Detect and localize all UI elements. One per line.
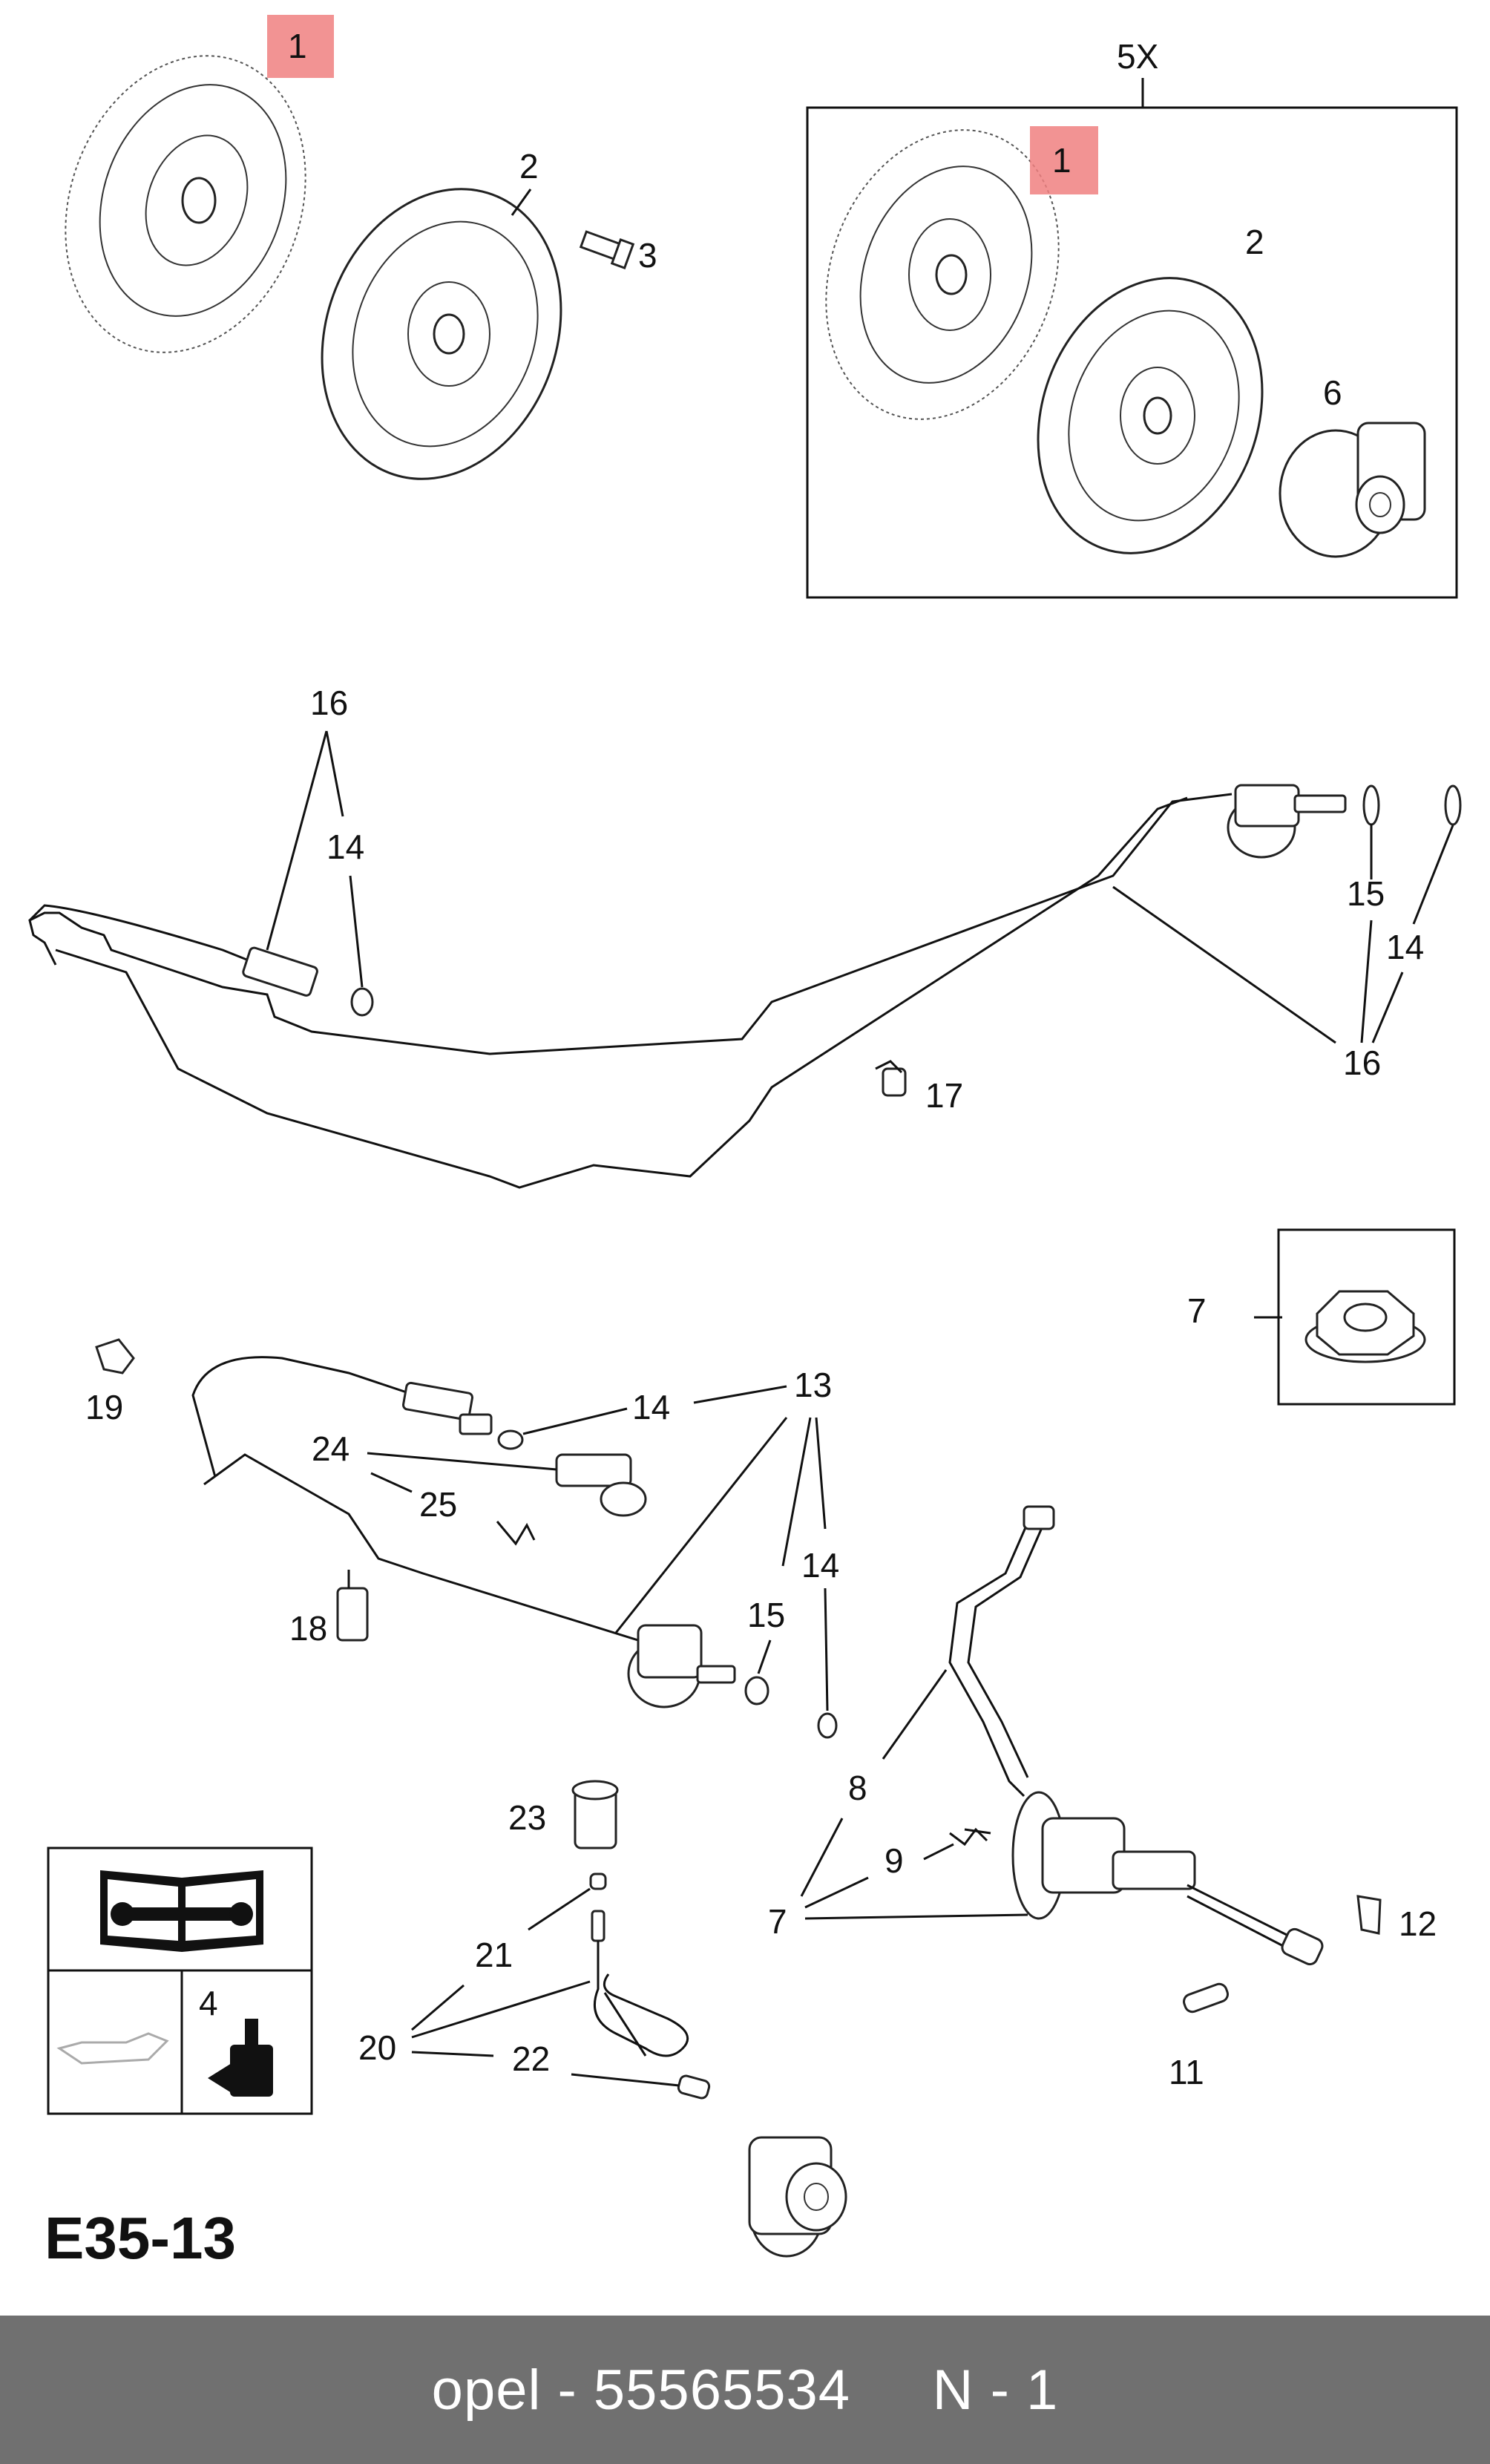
highlight-box-1 [267, 15, 334, 78]
callout-15-right: 15 [1347, 874, 1385, 913]
service-manual-icon [100, 1870, 263, 1952]
callout-21: 21 [475, 1936, 513, 1974]
callout-4: 4 [199, 1984, 218, 2022]
callout-14-top: 14 [326, 828, 364, 866]
seal-ring-top-right-a [1362, 784, 1380, 826]
plug-23-part [571, 1780, 619, 1849]
master-cylinder-part [948, 1505, 1324, 1966]
callout-3: 3 [638, 236, 657, 275]
callout-18: 18 [289, 1609, 327, 1648]
callout-20: 20 [358, 2028, 396, 2067]
kit-callout-1: 1 [1052, 141, 1071, 180]
callout-24: 24 [312, 1429, 349, 1468]
callout-17: 17 [925, 1076, 963, 1115]
callout-22: 22 [512, 2039, 550, 2078]
seal-ring-lower-b [744, 1676, 769, 1706]
callout-1: 1 [288, 27, 307, 65]
clip-25-part [496, 1521, 536, 1546]
release-cylinder-mid [1227, 784, 1347, 859]
kit-box [806, 106, 1458, 599]
callout-9: 9 [885, 1841, 904, 1880]
callout-16-right: 16 [1343, 1043, 1381, 1082]
release-bearing-bottom-part [748, 2136, 847, 2258]
clevis-pin-11-part [1183, 1982, 1229, 2014]
bleeder-valve-22-part [677, 2074, 711, 2100]
seal-ring-lower-c [817, 1712, 838, 1739]
oil-can-icon [56, 2032, 169, 2065]
callout-14-lower: 14 [632, 1388, 670, 1426]
kit-release-bearing [1279, 422, 1426, 558]
bleeder-cap-21-part [589, 1872, 607, 1890]
bracket-18-part [336, 1570, 369, 1642]
footer-part-number: opel - 55565534 N - 1 [431, 2358, 1059, 2422]
kit-callout-2: 2 [1245, 223, 1264, 261]
callout-16-top: 16 [310, 684, 348, 722]
fluid-bottle-icon [208, 2019, 273, 2097]
hydraulic-line-long [28, 793, 1233, 1189]
callout-10: 7 [1187, 1291, 1207, 1330]
seal-ring-lower-a [497, 1429, 524, 1450]
callout-7-label: 7 [768, 1902, 787, 1941]
footer-bar: opel - 55565534 N - 1 [0, 2316, 1490, 2464]
callout-14-right: 14 [1386, 928, 1424, 966]
callout-8: 8 [848, 1769, 867, 1807]
callout-14-lower-right: 14 [801, 1546, 839, 1585]
clip-17-part [875, 1060, 907, 1097]
callout-25: 25 [419, 1485, 457, 1524]
pressure-plate-part [321, 188, 562, 480]
clip-12-part [1356, 1895, 1382, 1935]
highlight-box-kit-1 [1030, 126, 1098, 194]
kit-label: 5X [1117, 37, 1158, 76]
bolt-part [579, 230, 635, 269]
info-box [47, 1847, 313, 2115]
hydraulic-line-lower [191, 1356, 669, 1649]
clip-19-part [95, 1338, 135, 1374]
callout-11: 11 [1169, 2053, 1204, 2091]
callout-12: 12 [1399, 1904, 1437, 1943]
clip-9-part [949, 1827, 988, 1847]
kit-callout-6: 6 [1323, 373, 1342, 412]
kit-clutch-disc [825, 129, 1060, 420]
kit-pressure-plate [1037, 277, 1264, 554]
parts-diagram: 1 2 3 5X 1 2 6 [28, 15, 1462, 2258]
flange-nut-part [1304, 1290, 1426, 1363]
release-cylinder-lower [627, 1624, 736, 1708]
callout-15-lower: 15 [747, 1596, 785, 1634]
clutch-disc-part [65, 55, 306, 353]
callout-2: 2 [519, 147, 539, 186]
callout-19: 19 [85, 1388, 123, 1426]
callout-13: 13 [794, 1366, 832, 1404]
connector-24-part [555, 1453, 647, 1517]
seal-ring-top-right-b [1444, 784, 1462, 826]
seal-ring-mid-left [350, 987, 374, 1017]
callout-23: 23 [508, 1798, 546, 1837]
diagram-code: E35-13 [45, 2205, 236, 2271]
bleed-hose-20-part [591, 1910, 689, 2057]
